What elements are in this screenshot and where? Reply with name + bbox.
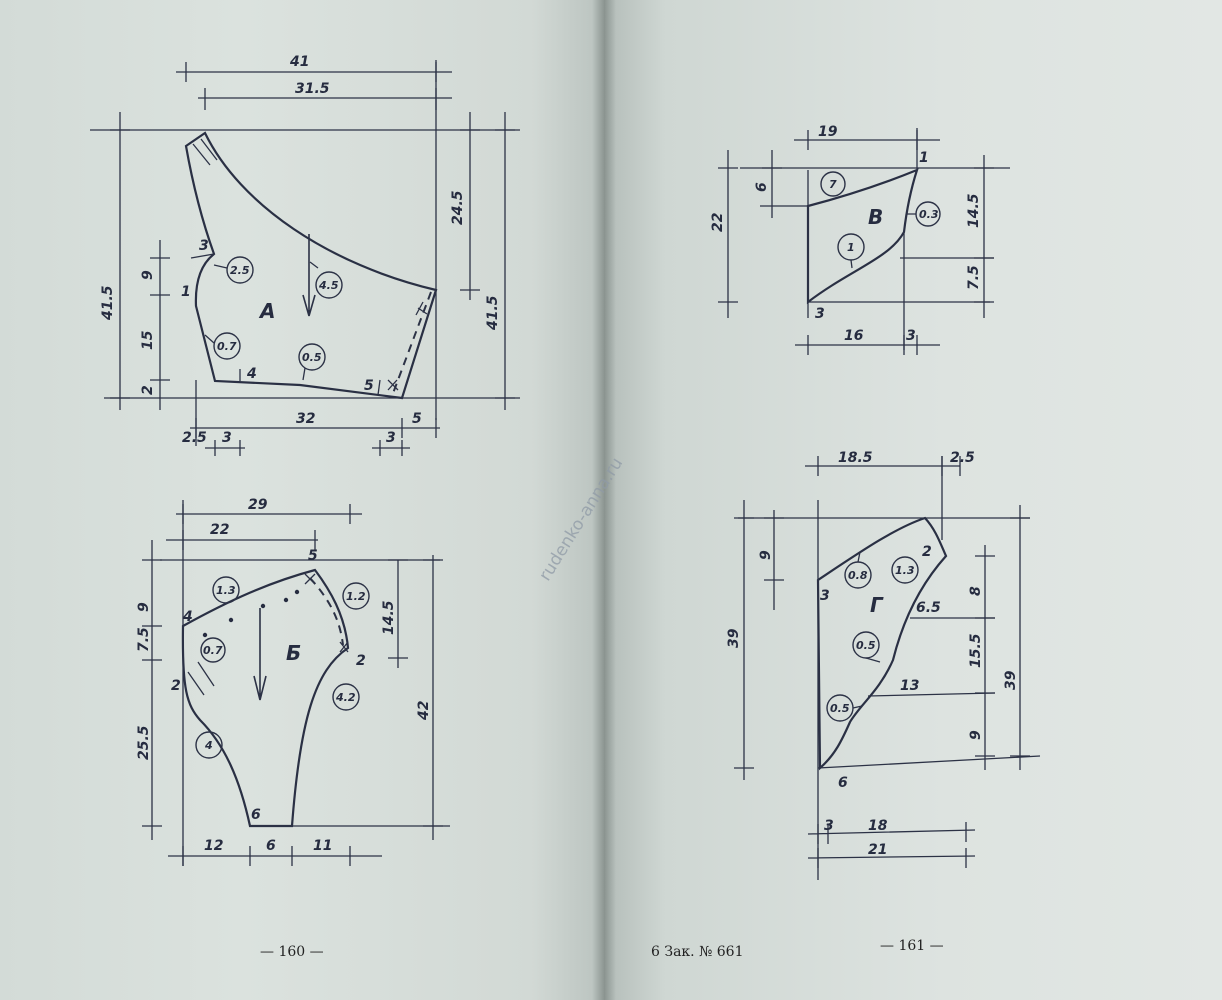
point-label: 3: [815, 306, 825, 322]
dim-text: 42: [416, 701, 432, 721]
dim-text: 21: [868, 842, 887, 858]
dim-text: 5: [412, 411, 422, 427]
dim-text: 7.5: [136, 627, 152, 652]
pattern-g: 18.5 2.5 9 39 8 15.5 39 9 6.5 13 3 18 21…: [726, 450, 1041, 880]
point-label: 6: [838, 775, 848, 791]
point-label: 6: [251, 807, 261, 823]
radius-label: 0.5: [856, 639, 876, 652]
point-label: 2: [922, 544, 932, 560]
dim-text: 22: [710, 213, 726, 232]
point-label: 5: [364, 378, 374, 394]
point-label: 2: [356, 653, 366, 669]
radius-label: 1.2: [346, 590, 366, 603]
radius-label: 1: [847, 241, 855, 254]
radius-label: 2.5: [230, 264, 250, 277]
radius-label: 4.5: [318, 279, 339, 292]
dim-text: 24.5: [450, 190, 466, 225]
dim-text: 18.5: [838, 450, 873, 466]
dim-text: 9: [136, 602, 152, 612]
right-page: [604, 0, 1222, 1000]
dim-text: 39: [1003, 670, 1019, 690]
point-label: 2: [171, 678, 181, 694]
dim-text: 3: [906, 328, 916, 344]
point-label: 4: [182, 609, 193, 625]
radius-label: 0.8: [848, 569, 868, 582]
dim-text: 41: [289, 54, 309, 70]
dim-text: 41.5: [485, 295, 501, 331]
radius-label: 4.2: [335, 691, 356, 704]
point-label: 4: [246, 366, 257, 382]
dim-text: 15: [140, 330, 156, 350]
dim-text: 2.5: [182, 430, 207, 446]
dim-text: 13: [900, 678, 919, 694]
pattern-a: 41 31.5 41.5 24.5 41.5 9 15 2 32 5 2.5 3…: [90, 54, 520, 456]
book-gutter: [592, 0, 616, 1000]
point-label: 5: [308, 548, 318, 564]
dim-text: 2: [140, 385, 156, 395]
dim-text: 12: [204, 838, 223, 854]
dim-text: 9: [758, 550, 774, 560]
dim-text: 15.5: [968, 633, 984, 668]
dim-text: 8: [968, 586, 984, 596]
dim-text: 6.5: [916, 600, 941, 616]
dim-text: 7.5: [966, 265, 982, 290]
dim-text: 2.5: [950, 450, 975, 466]
dim-text: 9: [968, 730, 984, 740]
dim-text: 3: [386, 430, 396, 446]
dim-text: 3: [824, 818, 834, 834]
dim-text: 9: [140, 270, 156, 280]
dim-text: 11: [313, 838, 332, 854]
watermark: rudenko-anna.ru: [535, 454, 627, 585]
pattern-v: 19 22 6 14.5 7.5 16 3 1 3 7 0.3 1 В: [710, 124, 1010, 355]
page-number-right: — 161 —: [880, 938, 944, 954]
dim-text: 32: [296, 411, 315, 427]
point-label: 3: [199, 238, 209, 254]
dim-text: 6: [266, 838, 276, 854]
pattern-label: А: [258, 299, 275, 323]
dim-text: 3: [222, 430, 232, 446]
point-label: 3: [820, 588, 830, 604]
radius-label: 0.5: [302, 351, 322, 364]
radius-label: 0.5: [830, 702, 850, 715]
radius-label: 0.3: [919, 208, 939, 221]
dim-text: 25.5: [136, 725, 152, 760]
dim-text: 41.5: [100, 285, 116, 321]
pattern-label: В: [868, 205, 883, 229]
dim-text: 6: [754, 182, 770, 192]
dim-text: 14.5: [381, 600, 397, 635]
dim-text: 14.5: [966, 193, 982, 228]
pattern-b: 29 22 9 7.5 25.5 14.5 42 12 6 11 5 4 2 2…: [136, 497, 450, 866]
dim-text: 31.5: [295, 81, 330, 97]
dim-text: 19: [818, 124, 838, 140]
radius-label: 7: [829, 178, 837, 191]
dim-text: 29: [248, 497, 268, 513]
radius-label: 1.3: [216, 584, 236, 597]
point-label: 1: [181, 284, 191, 300]
radius-label: 0.7: [203, 644, 223, 657]
radius-label: 1.3: [895, 564, 915, 577]
left-page: [0, 0, 604, 1000]
pattern-label: Г: [870, 593, 884, 617]
dim-text: 22: [210, 522, 229, 538]
dim-text: 16: [844, 328, 864, 344]
pattern-label: Б: [286, 641, 301, 665]
point-label: 1: [919, 150, 929, 166]
printer-mark: 6 Зак. № 661: [651, 944, 744, 960]
radius-label: 0.7: [217, 340, 237, 353]
dim-text: 39: [726, 628, 742, 648]
radius-label: 4: [204, 739, 213, 752]
dim-text: 18: [868, 818, 888, 834]
page-number-left: — 160 —: [260, 944, 324, 960]
